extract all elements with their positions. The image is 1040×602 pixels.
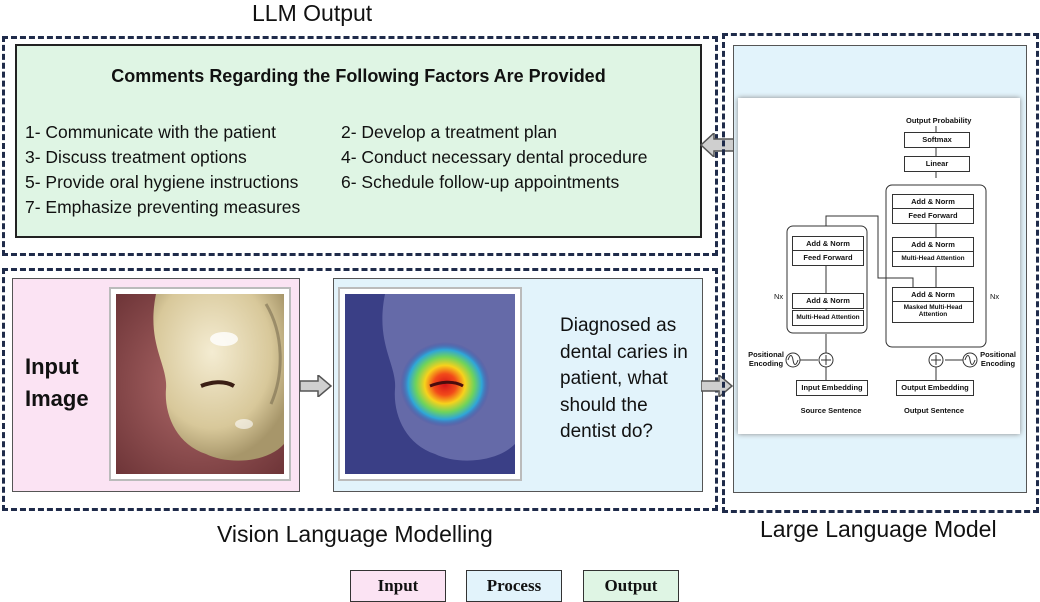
decoder-multi-head-attention: Multi-Head Attention xyxy=(892,251,974,267)
encoder-feed-forward: Feed Forward xyxy=(792,250,864,266)
large-language-model-caption: Large Language Model xyxy=(760,516,997,542)
llm-output-item: 2- Develop a treatment plan xyxy=(341,122,557,142)
llm-output-item: 1- Communicate with the patient xyxy=(25,122,276,142)
encoder-add-norm-1: Add & Norm xyxy=(792,293,864,309)
heatmap-photo xyxy=(338,287,522,481)
llm-output-box: Comments Regarding the Following Factors… xyxy=(15,44,702,238)
llm-output-item: 3- Discuss treatment options xyxy=(25,147,247,167)
llm-output-heading: Comments Regarding the Following Factors… xyxy=(111,66,606,86)
heatmap-image xyxy=(345,294,515,474)
decoder-feed-forward: Feed Forward xyxy=(892,208,974,224)
legend-process: Process xyxy=(466,570,562,602)
llm-output-item: 6- Schedule follow-up appointments xyxy=(341,172,620,192)
tooth-image xyxy=(116,294,284,474)
linear-block: Linear xyxy=(904,156,970,172)
llm-output-item: 5- Provide oral hygiene instructions xyxy=(25,172,299,192)
arrow-to-heatmap xyxy=(299,373,333,402)
transformer-connectors xyxy=(785,126,987,386)
decoder-nx-label: Nx xyxy=(990,292,1000,301)
softmax-block: Softmax xyxy=(904,132,970,148)
arrow-to-llm-output xyxy=(699,131,735,162)
source-sentence-label: Source Sentence xyxy=(800,406,862,415)
legend-output: Output xyxy=(583,570,679,602)
encoder-multi-head-attention: Multi-Head Attention xyxy=(792,310,864,326)
diagnosis-question: Diagnosed as dental caries in patient, w… xyxy=(560,315,688,442)
encoder-positional-encoding-label: Positional Encoding xyxy=(748,350,784,368)
input-embedding-block: Input Embedding xyxy=(796,380,868,396)
llm-panel: Output Probability Softmax Linear Add & … xyxy=(733,45,1027,493)
masked-multi-head-attention: Masked Multi-Head Attention xyxy=(892,301,974,323)
encoder-nx-label: Nx xyxy=(774,292,784,301)
transformer-diagram: Output Probability Softmax Linear Add & … xyxy=(738,98,1020,434)
input-image-panel: Input Image xyxy=(12,278,300,492)
input-image-label: Input Image xyxy=(25,354,89,411)
output-sentence-label: Output Sentence xyxy=(903,406,964,415)
output-probability-label: Output Probability xyxy=(906,116,972,125)
vision-language-caption: Vision Language Modelling xyxy=(217,521,493,547)
legend-input: Input xyxy=(350,570,446,602)
llm-output-item: 7- Emphasize preventing measures xyxy=(25,197,301,217)
process-panel: Diagnosed as dental caries in patient, w… xyxy=(333,278,703,492)
llm-output-caption: LLM Output xyxy=(252,0,373,26)
decoder-positional-encoding-label: Positional Encoding xyxy=(980,350,1016,368)
tooth-photo xyxy=(109,287,291,481)
output-embedding-block: Output Embedding xyxy=(896,380,974,396)
llm-frame xyxy=(722,33,1039,513)
llm-output-item: 4- Conduct necessary dental procedure xyxy=(341,147,648,167)
